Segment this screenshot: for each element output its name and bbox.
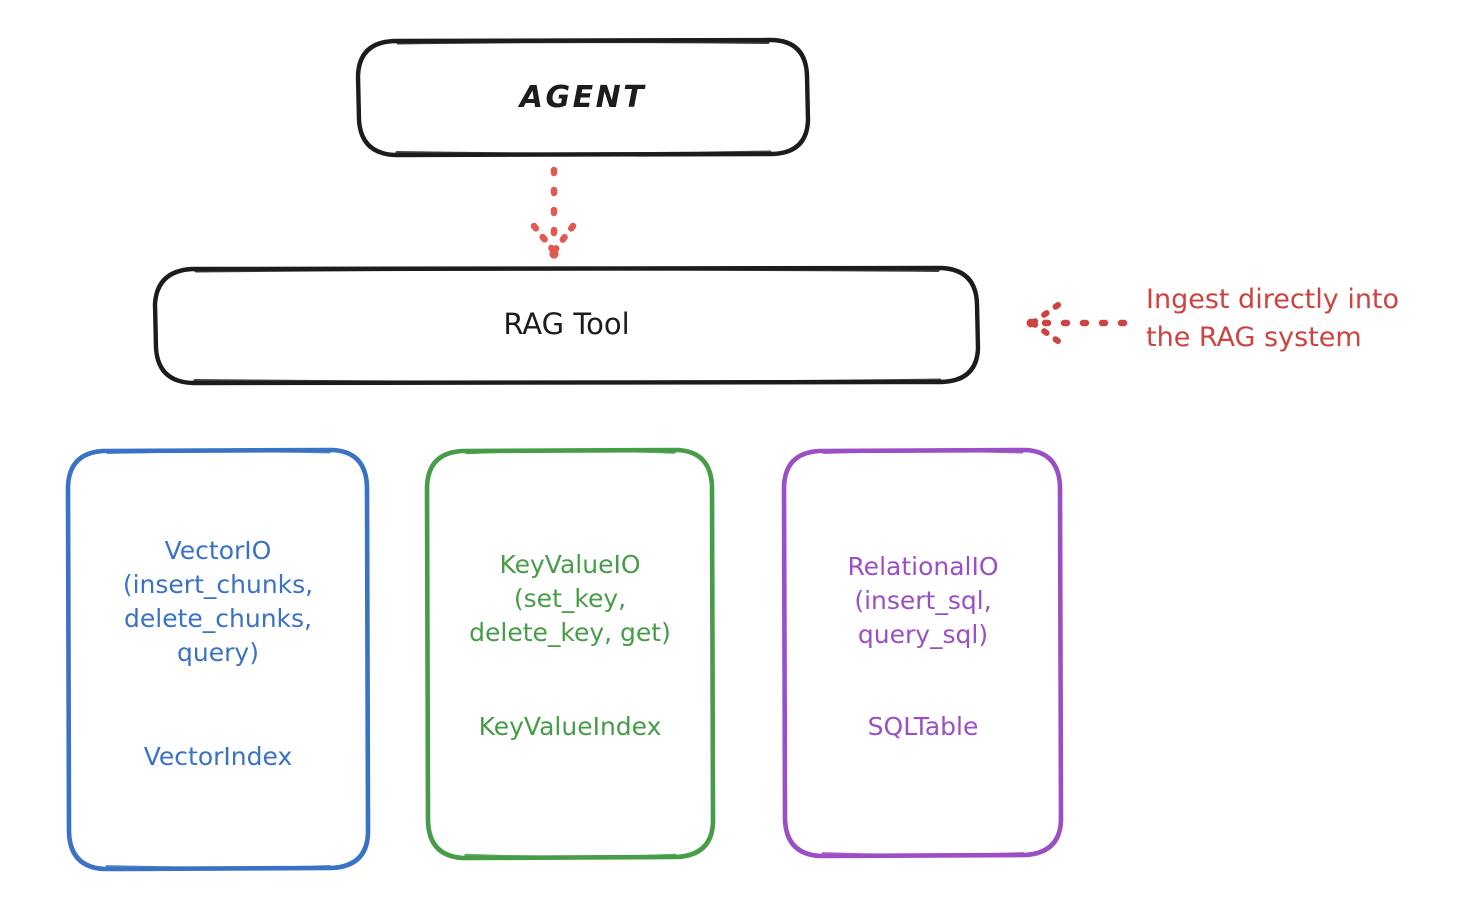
agent-to-rag-tool-arrow bbox=[530, 166, 577, 259]
agent-node-label: AGENT bbox=[519, 80, 647, 115]
vector-io-api-label: VectorIO (insert_chunks, delete_chunks, … bbox=[122, 536, 314, 667]
vector-io-node-shape[interactable] bbox=[65, 447, 371, 872]
agent-node-shape[interactable] bbox=[355, 37, 811, 158]
relational-io-api-label: RelationalIO (insert_sql, query_sql) bbox=[847, 552, 999, 649]
vector-io-index-label: VectorIndex bbox=[143, 742, 293, 771]
ingest-annotation-text: Ingest directly into the RAG system bbox=[1146, 284, 1400, 354]
relational-io-node-shape[interactable] bbox=[781, 447, 1064, 859]
key-value-io-node-shape[interactable] bbox=[424, 447, 716, 861]
key-value-io-api-label: KeyValueIO (set_key, delete_key, get) bbox=[469, 550, 671, 647]
rag-tool-node-shape[interactable] bbox=[152, 265, 981, 386]
ingest-note-arrow bbox=[1026, 302, 1128, 344]
relational-io-index-label: SQLTable bbox=[867, 712, 979, 741]
rag-tool-node-label: RAG Tool bbox=[503, 307, 630, 341]
key-value-io-index-label: KeyValueIndex bbox=[478, 712, 662, 741]
